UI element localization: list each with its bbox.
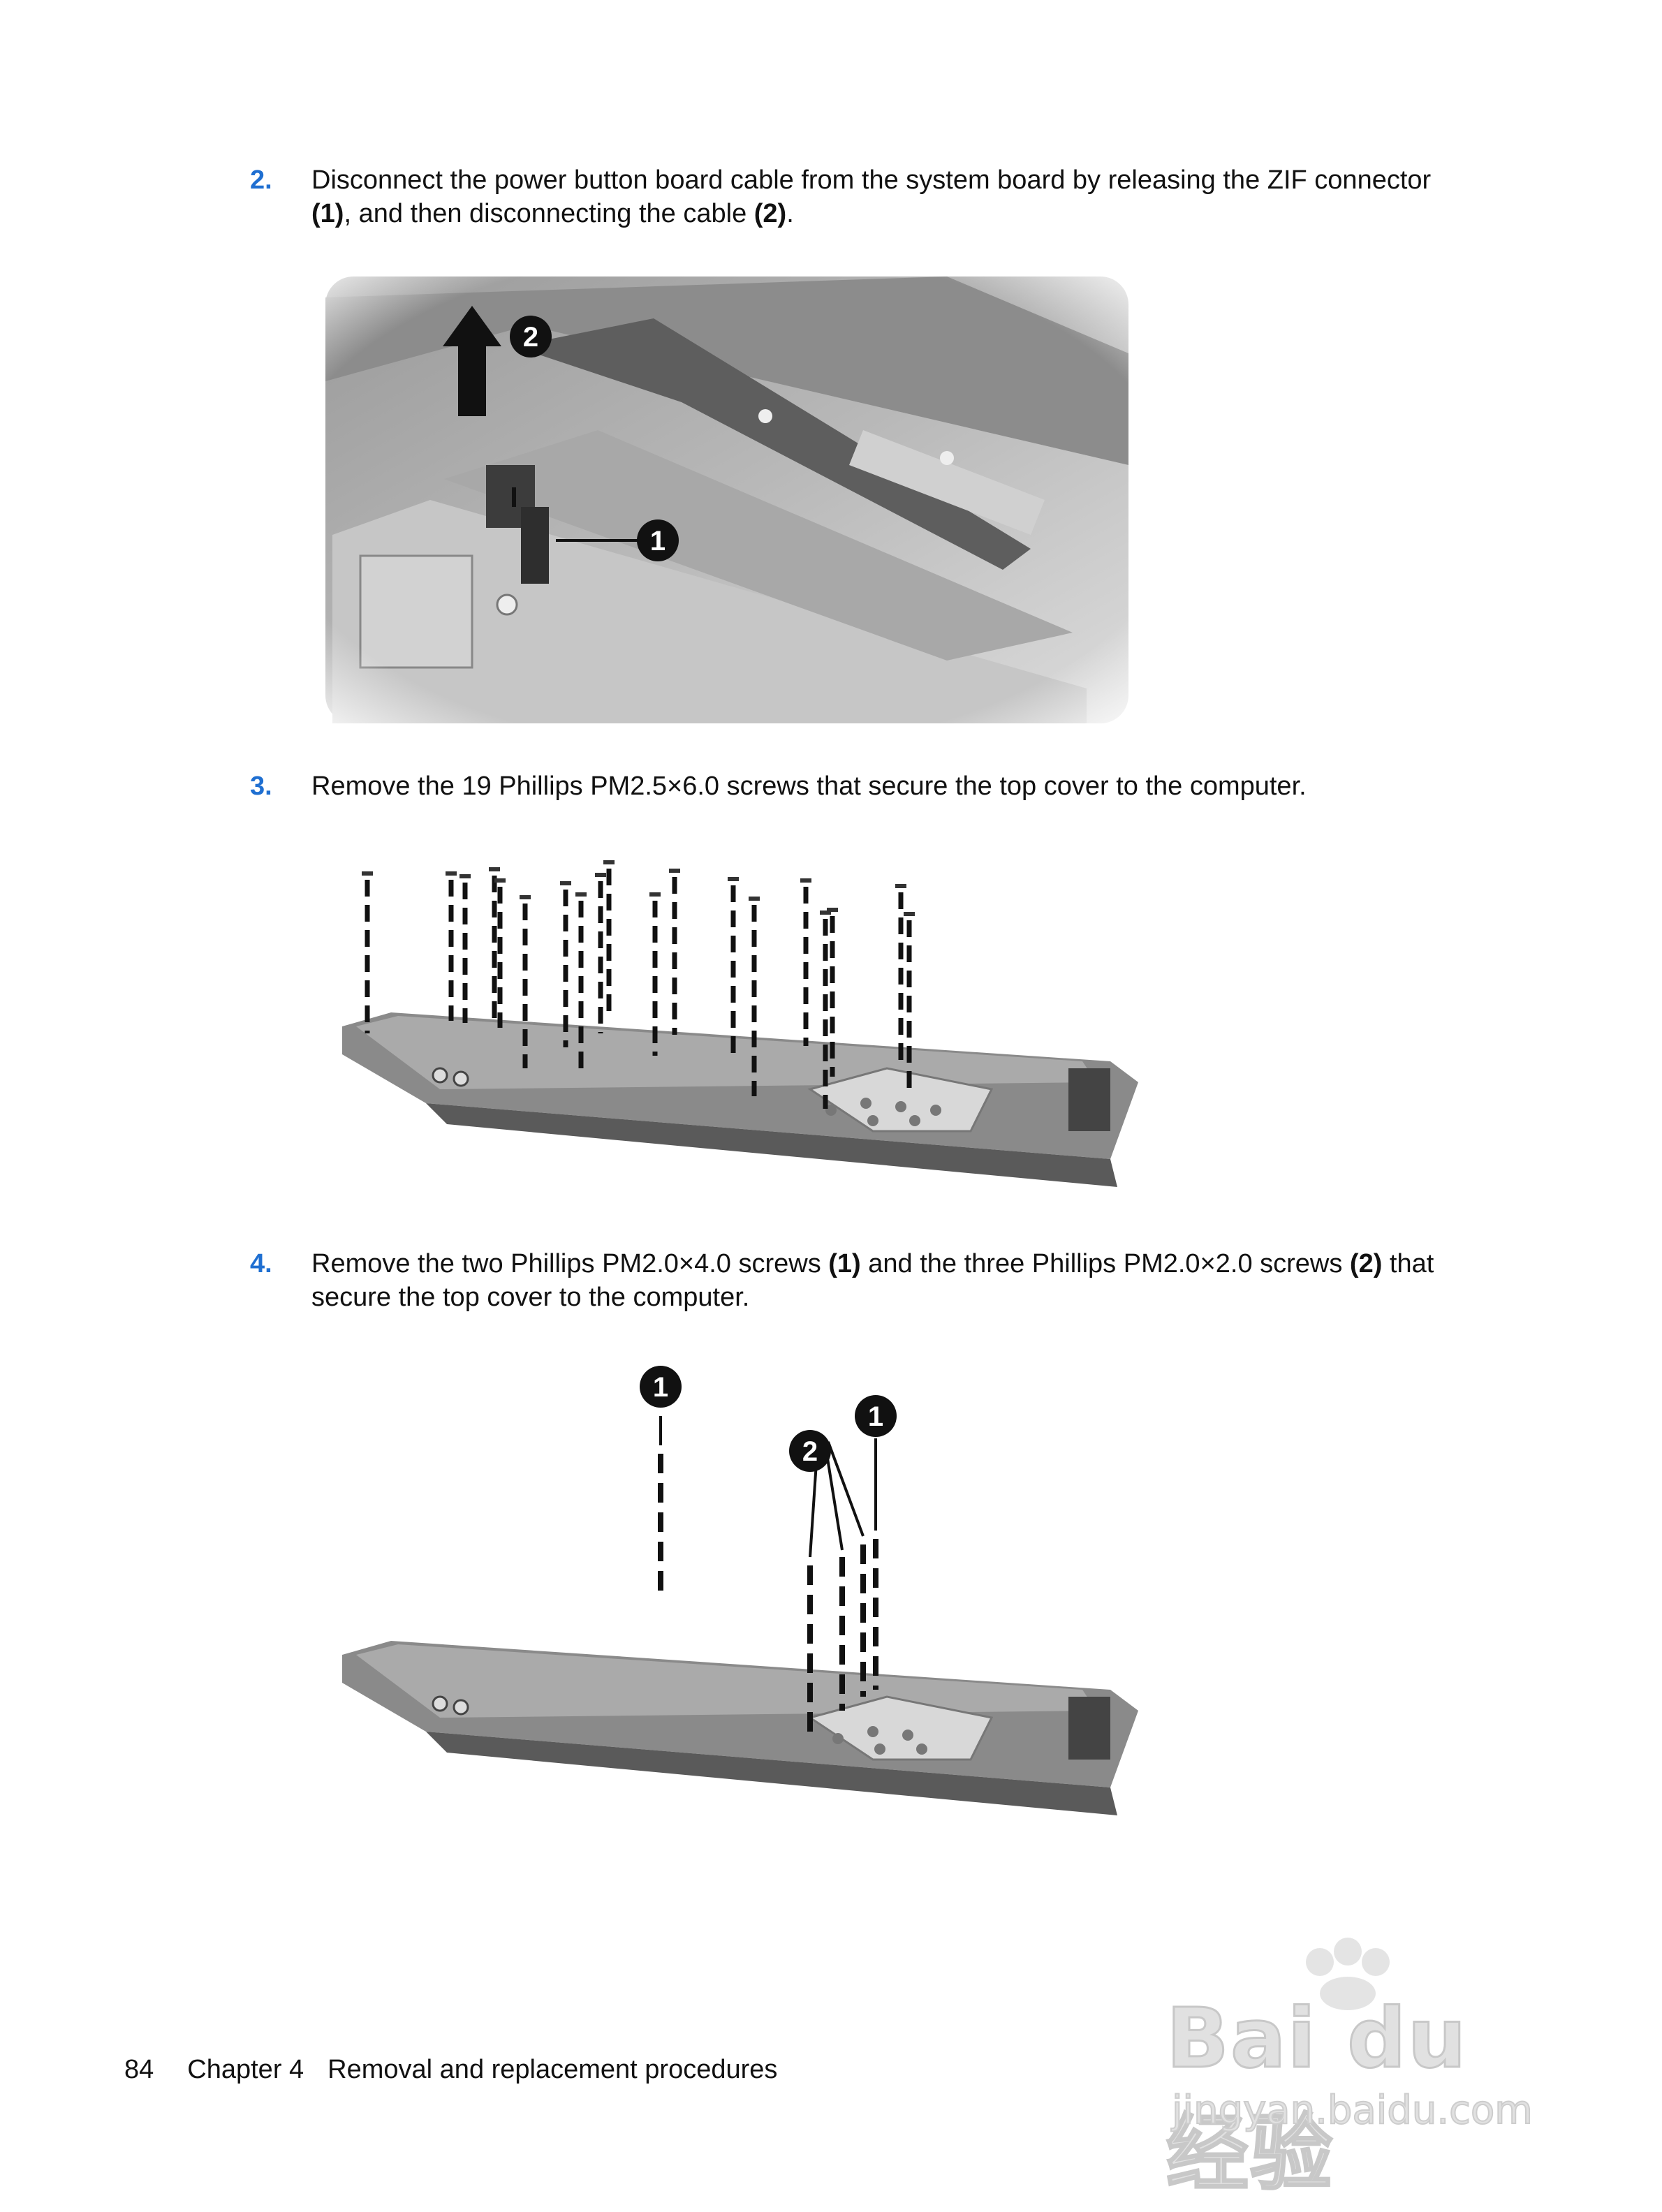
screw-head-13 [728,877,739,881]
figure-zif-cable: 1 2 [318,270,1135,730]
screw-head-3 [459,874,471,878]
figure-19-screws [328,838,1152,1215]
step-text: Remove the 19 Phillips PM2.5×6.0 screws … [311,772,1307,801]
callout-ref: (2) [753,199,787,228]
step-text-part3: that [1382,1249,1434,1278]
screw-head-15 [800,878,811,883]
step-text-line2: secure the top cover to the computer. [311,1283,750,1312]
figure-cover-screws: 1 2 1 [328,1348,1152,1829]
callout-ref: (1) [828,1249,861,1278]
watermark-brand: Bai du 经验 [1165,1989,1468,2203]
screw-head-6 [520,895,531,899]
step-text: Disconnect the power button board cable … [311,163,1499,230]
callout-1-label: 1 [653,1372,668,1403]
screw-head-12 [669,869,680,873]
screw-head-10 [603,860,615,864]
screw-head-16 [820,910,831,915]
callout-ref: (2) [1349,1249,1383,1278]
step-number: 4. [250,1249,272,1278]
screw-head-14 [749,897,760,901]
screw-head-2 [446,871,457,876]
step-text: Remove the two Phillips PM2.0×4.0 screws… [311,1247,1499,1314]
screw-head-18 [895,884,906,888]
baidu-watermark: Bai du 经验 jingyan.baidu.com [1159,1934,1550,2203]
step-text-mid: , and then disconnecting the cable [344,199,754,228]
chapter-title: Removal and replacement procedures [328,2055,778,2084]
screw-head-8 [575,892,587,897]
callout-1-label: 1 [650,526,665,556]
callout-2-label: 2 [802,1436,818,1467]
step-text-part1: Remove the two Phillips PM2.0×4.0 screws [311,1249,829,1278]
callout-1-label-right: 1 [868,1401,883,1432]
page-number: 84 [124,2055,154,2084]
paw-logo-icon [1306,1938,1390,2010]
callout-ref: (1) [311,199,344,228]
step-number: 2. [250,165,272,195]
watermark-url: jingyan.baidu.com [1171,2087,1534,2134]
screw-head-9 [595,873,606,877]
step-text-end: . [786,199,794,228]
screw-head-4 [489,867,500,871]
chapter-label: Chapter 4 [187,2055,304,2084]
step-text-part2: and the three Phillips PM2.0×2.0 screws [860,1249,1350,1278]
callout-2-label: 2 [523,322,538,353]
step-number: 3. [250,772,272,801]
screw-head-17 [827,908,838,912]
screw-head-7 [560,881,571,885]
page-footer: 84 Chapter 4 Removal and replacement proce… [124,2053,777,2086]
screw-head-5 [494,878,506,883]
step-text-line1: Disconnect the power button board cable … [311,165,1432,195]
screw-head-19 [904,912,915,916]
screw-head-11 [649,892,661,897]
screw-head-1 [362,871,373,876]
screw-callouts [362,860,915,1109]
